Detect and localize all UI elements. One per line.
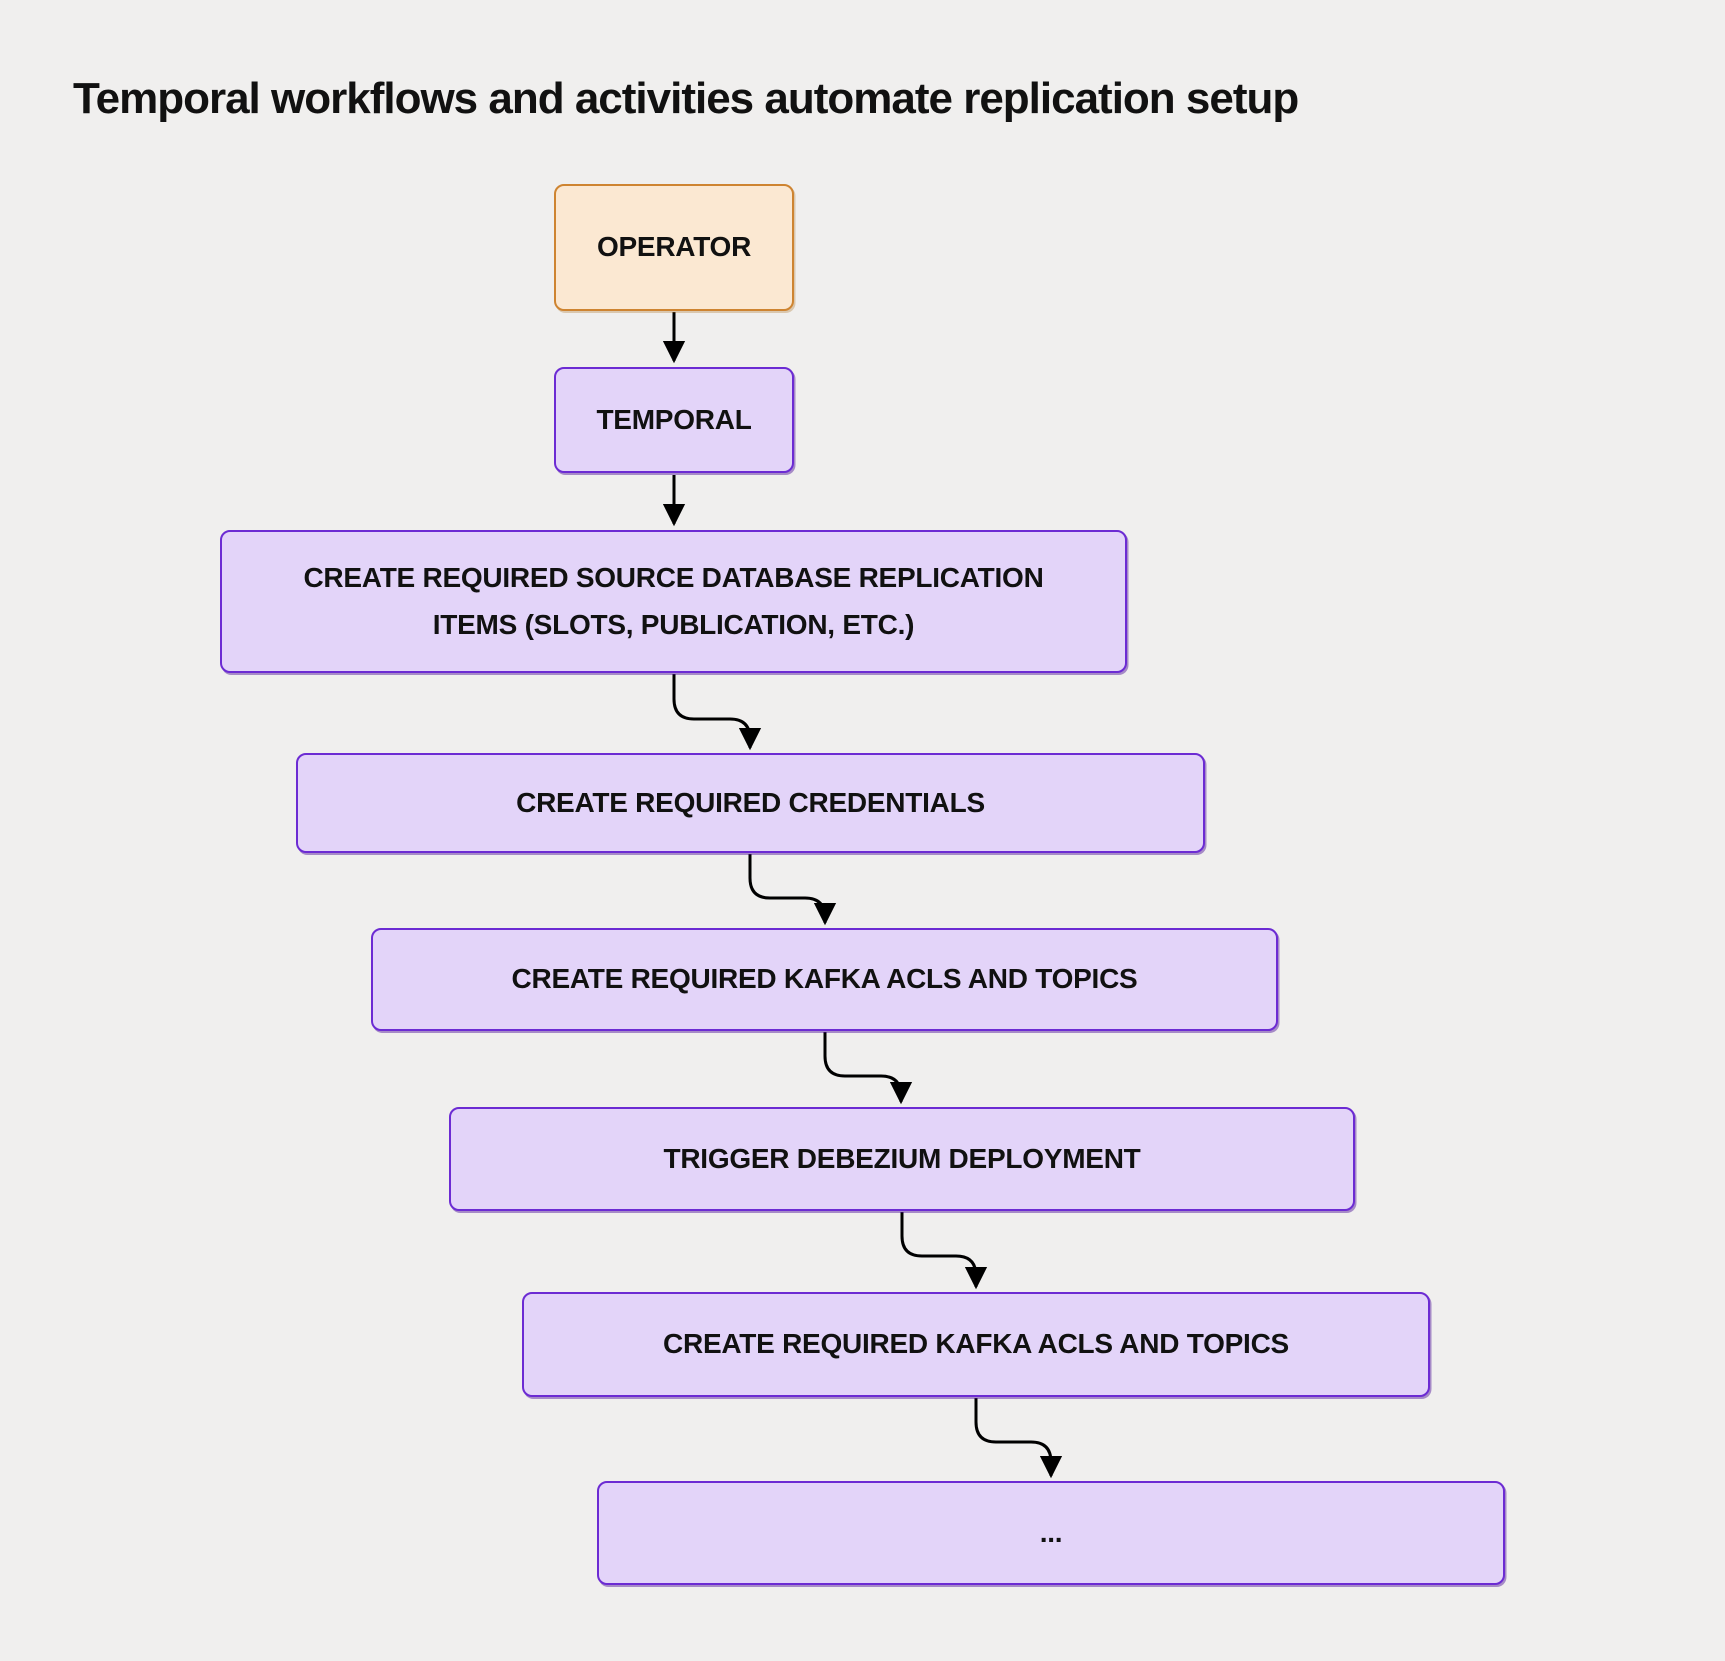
node-label: ... (1039, 1516, 1063, 1548)
node-trigger-debezium-deployment: TRIGGER DEBEZIUM DEPLOYMENT (449, 1107, 1355, 1211)
node-label: CREATE REQUIRED SOURCE DATABASE REPLICAT… (303, 562, 1044, 640)
node-create-credentials: CREATE REQUIRED CREDENTIALS (296, 753, 1205, 853)
node-temporal: TEMPORAL (554, 367, 794, 473)
node-create-kafka-acls-topics-2: CREATE REQUIRED KAFKA ACLS AND TOPICS (522, 1292, 1430, 1397)
edge-create-kafka-acls-topics-1-to-trigger-debezium-deployment (823, 1032, 913, 1105)
diagram-title: Temporal workflows and activities automa… (73, 74, 1299, 123)
node-ellipsis: ... (597, 1481, 1505, 1585)
node-label: CREATE REQUIRED KAFKA ACLS AND TOPICS (663, 1328, 1289, 1360)
node-label: TEMPORAL (596, 403, 752, 435)
edge-create-kafka-acls-topics-2-to-ellipsis (974, 1398, 1063, 1479)
node-operator: OPERATOR (554, 184, 794, 311)
node-label: CREATE REQUIRED KAFKA ACLS AND TOPICS (511, 963, 1138, 995)
node-label: OPERATOR (596, 231, 752, 263)
edge-trigger-debezium-deployment-to-create-kafka-acls-topics-2 (900, 1212, 988, 1290)
node-label: CREATE REQUIRED CREDENTIALS (516, 786, 985, 818)
edge-create-credentials-to-create-kafka-acls-topics-1 (748, 854, 837, 926)
edge-create-source-db-replication-items-to-create-credentials (672, 674, 762, 751)
node-create-kafka-acls-topics-1: CREATE REQUIRED KAFKA ACLS AND TOPICS (371, 928, 1278, 1031)
node-label: TRIGGER DEBEZIUM DEPLOYMENT (663, 1142, 1141, 1174)
node-create-source-db-replication-items: CREATE REQUIRED SOURCE DATABASE REPLICAT… (220, 530, 1127, 673)
